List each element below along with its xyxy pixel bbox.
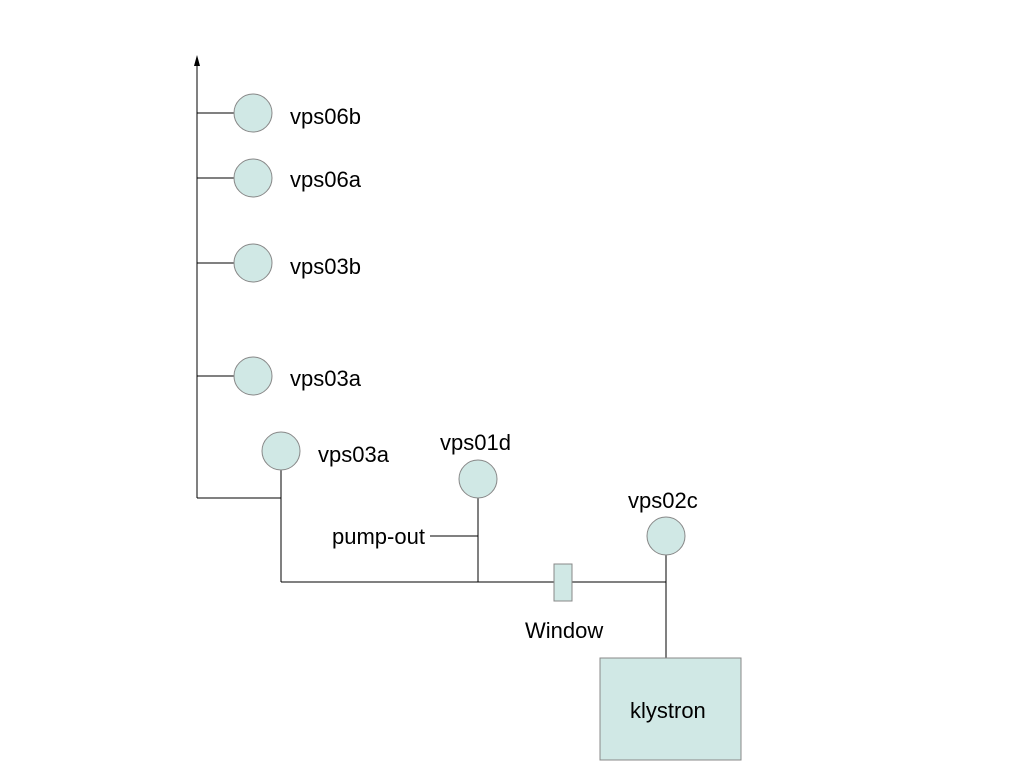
label-klystron: klystron [630, 698, 706, 723]
gauge-vps06a-icon[interactable] [233, 158, 273, 198]
gauge-vps02c-icon[interactable] [646, 516, 686, 556]
gauge-vps01d-icon[interactable] [458, 459, 498, 499]
label-window: Window [525, 618, 603, 643]
gauge-vps06b-icon[interactable] [233, 93, 273, 133]
label-pump-out: pump-out [332, 524, 425, 549]
trunk-arrowhead-icon [194, 55, 200, 66]
gauge-vps03b-icon[interactable] [233, 243, 273, 283]
label-vps02c: vps02c [628, 488, 698, 513]
label-vps06b: vps06b [290, 104, 361, 129]
klystron-box[interactable] [599, 657, 742, 761]
window-element[interactable] [553, 563, 573, 602]
label-vps06a: vps06a [290, 167, 362, 192]
gauge-vps03a-lower-icon[interactable] [261, 431, 301, 471]
label-vps03b: vps03b [290, 254, 361, 279]
label-vps01d: vps01d [440, 430, 511, 455]
label-vps03a-lower: vps03a [318, 442, 390, 467]
gauge-vps03a-upper-icon[interactable] [233, 356, 273, 396]
label-vps03a-upper: vps03a [290, 366, 362, 391]
